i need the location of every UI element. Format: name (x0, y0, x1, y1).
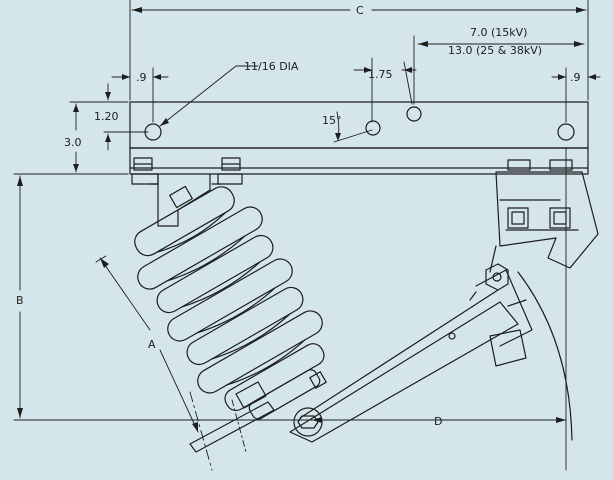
dim-label-1-20: 1.20 (94, 110, 119, 123)
hole-diameter-label: 11/16 DIA (244, 60, 299, 73)
bracket-bolts (131, 157, 573, 185)
dim-label-7-0: 7.0 (15kV) (470, 26, 527, 39)
dim-label-b: B (16, 294, 24, 307)
dim-label-a: A (148, 338, 156, 351)
dimension-arrows (17, 7, 596, 432)
dim-label-1-75: 1.75 (368, 68, 393, 81)
angle-label-15: 15° (322, 114, 342, 127)
mounting-bracket (129, 101, 589, 175)
hinge-base (189, 371, 327, 453)
dim-label-d: D (434, 415, 442, 428)
mounting-hole-mid (406, 106, 422, 122)
dim-label-13-0: 13.0 (25 & 38kV) (448, 44, 542, 57)
mounting-hole-angled (365, 120, 381, 136)
fuse-tube (289, 269, 533, 443)
dim-label-09-left: .9 (136, 71, 147, 84)
dim-label-09-right: .9 (570, 71, 581, 84)
hinge-nut (297, 415, 319, 429)
insulator-top-bolt (169, 185, 193, 209)
contact-nut (485, 263, 509, 291)
dim-label-c: C (356, 4, 364, 17)
dimension-lines (13, 0, 601, 471)
support-leg (149, 173, 221, 227)
insulator-stack (134, 186, 325, 420)
mounting-hole-right (557, 123, 575, 141)
upper-contact (469, 171, 599, 367)
swing-arc (517, 271, 573, 441)
dim-label-3-0: 3.0 (64, 136, 82, 149)
